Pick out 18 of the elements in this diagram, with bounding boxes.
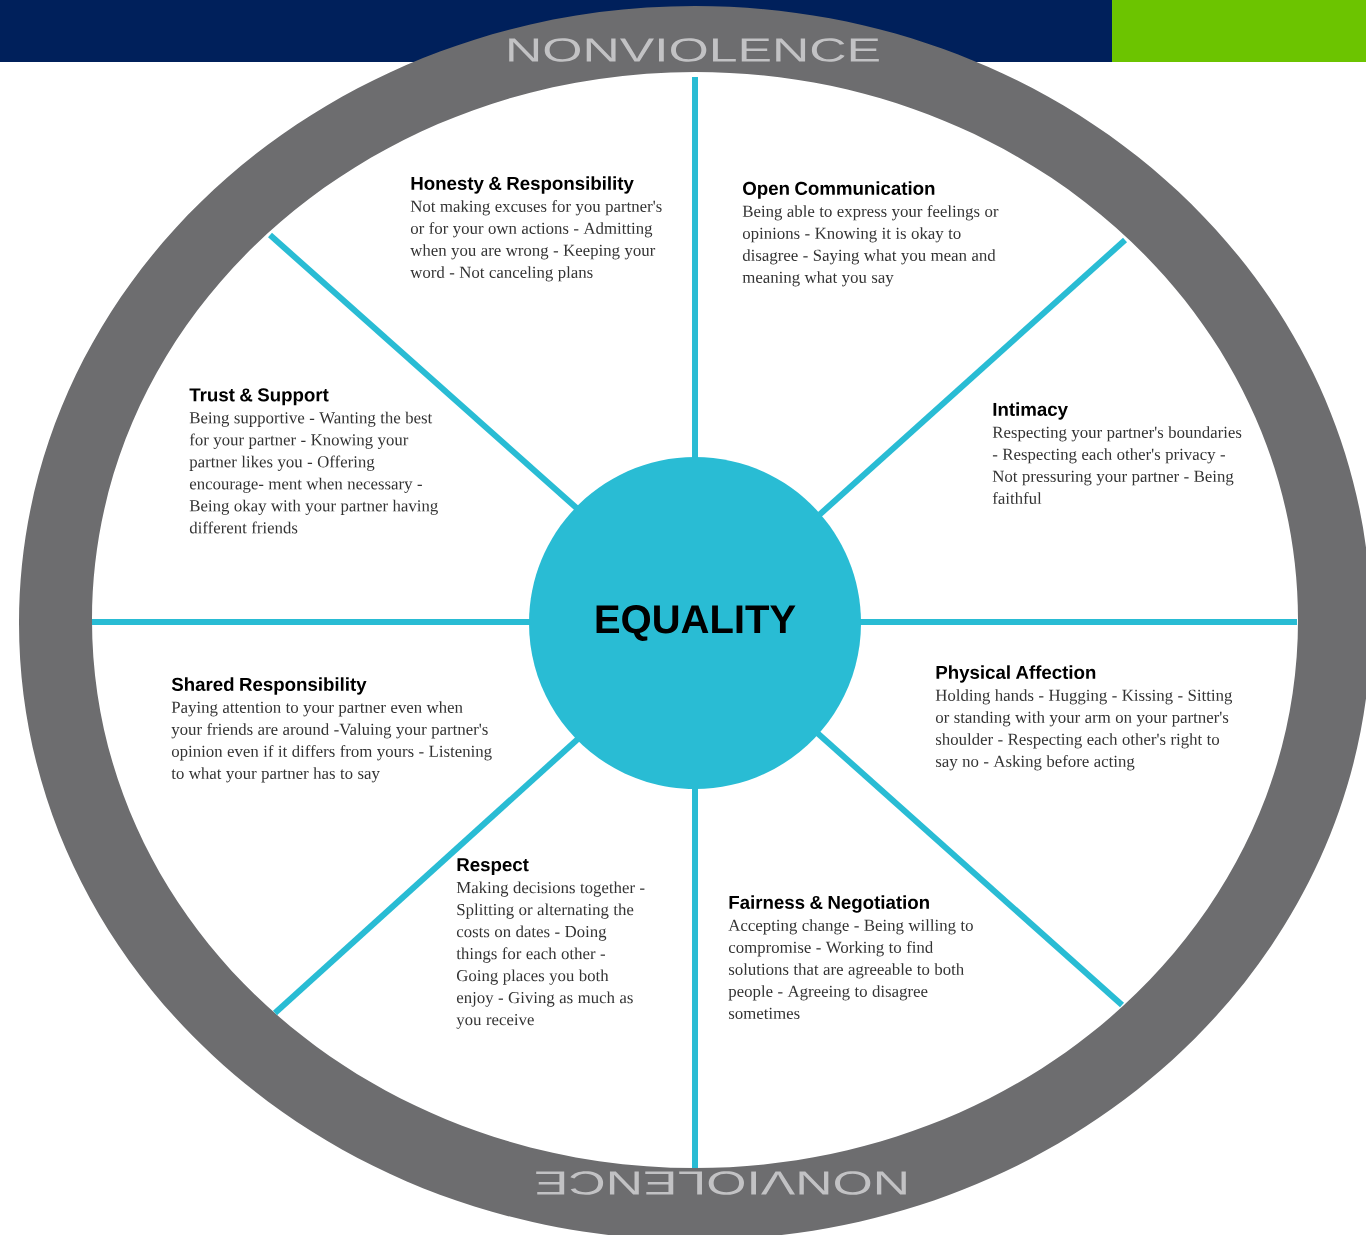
segment-text: Accepting change - Being willing to compromise - Working to find solutions that are agreeable to both people - Agreeing to disagree sometimes [728, 919, 973, 1019]
segment-text: Not making excuses for you partner's or for your own actions - Admitting when you are wrong - Keeping your word - Not canceling plans [410, 200, 662, 282]
segment-heading: Trust & Support [189, 388, 329, 406]
segment-heading: Honesty & Responsibility [411, 176, 634, 194]
ring-label: NONVIOLENCE [536, 1171, 906, 1195]
segment-heading: Open Communication [743, 181, 935, 199]
ring-label: NONVIOLENCE [509, 38, 879, 62]
segment-heading: Shared Responsibility [171, 677, 367, 695]
segment-text: Paying attention to your partner even when your friends are around -Valuing your partner's opinion even if it differs from yours - Listening to what your partner has to say [171, 701, 492, 783]
segment-text: Making decisions together - Splitting or alternating the costs on dates - Doing things for each other - Going places you both enjoy - Giving as much as you receive [456, 881, 645, 1029]
segment-text: Holding hands - Hugging - Kissing - Sitting or standing with your arm on your partner's shoulder - Respecting each other's right to say no - Asking before acting [935, 689, 1233, 771]
segment-heading: Intimacy [993, 402, 1068, 420]
segment-text: Being supportive - Wanting the best for your partner - Knowing your partner likes you - Offering encourage- ment when necessary - Being okay with your partner having different friends [189, 411, 438, 534]
segment-heading: Physical Affection [936, 665, 1096, 683]
segment-heading: Fairness & Negotiation [729, 895, 929, 913]
segment-heading: Respect [457, 858, 529, 875]
segment-text: Respecting your partner's boundaries - Respecting each other's privacy - Not pressuring your partner - Being faithful [992, 426, 1242, 504]
segment-text: Being able to express your feelings or opinions - Knowing it is okay to disagree - Saying what you mean and meaning what you say [742, 205, 999, 287]
